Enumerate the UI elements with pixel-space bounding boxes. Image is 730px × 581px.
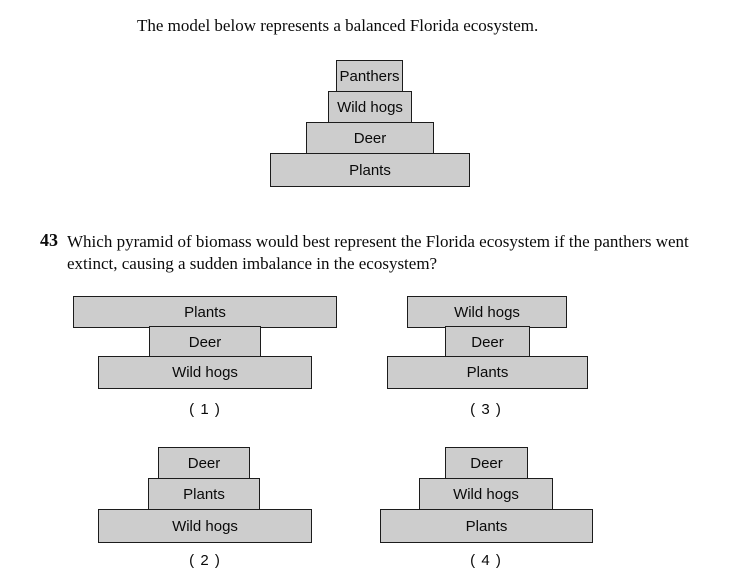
- model-level-deer: Deer: [306, 122, 434, 155]
- intro-text: The model below represents a balanced Fl…: [137, 16, 539, 35]
- option-1-label: ( 1 ): [189, 401, 221, 418]
- option-4-level-deer: Deer: [445, 447, 528, 480]
- model-level-wild-hogs: Wild hogs: [328, 91, 412, 124]
- question-number: 43: [40, 230, 58, 250]
- option-3-level-plants: Plants: [387, 356, 588, 389]
- option-4-level-plants: Plants: [380, 509, 593, 543]
- option-1-level-plants: Plants: [73, 296, 337, 328]
- option-1-level-wild-hogs: Wild hogs: [98, 356, 312, 389]
- option-2-level-deer: Deer: [158, 447, 250, 480]
- option-3-label: ( 3 ): [470, 401, 502, 418]
- option-3-level-wild-hogs: Wild hogs: [407, 296, 567, 328]
- option-2-label: ( 2 ): [189, 552, 221, 569]
- model-level-panthers: Panthers: [336, 60, 403, 93]
- question-text: Which pyramid of biomass would best repr…: [67, 232, 689, 273]
- option-3-level-deer: Deer: [445, 326, 530, 358]
- option-1-level-deer: Deer: [149, 326, 261, 358]
- model-level-plants: Plants: [270, 153, 470, 187]
- option-2-level-plants: Plants: [148, 478, 260, 511]
- option-4-label: ( 4 ): [470, 552, 502, 569]
- option-2-level-wild-hogs: Wild hogs: [98, 509, 312, 543]
- option-4-level-wild-hogs: Wild hogs: [419, 478, 553, 511]
